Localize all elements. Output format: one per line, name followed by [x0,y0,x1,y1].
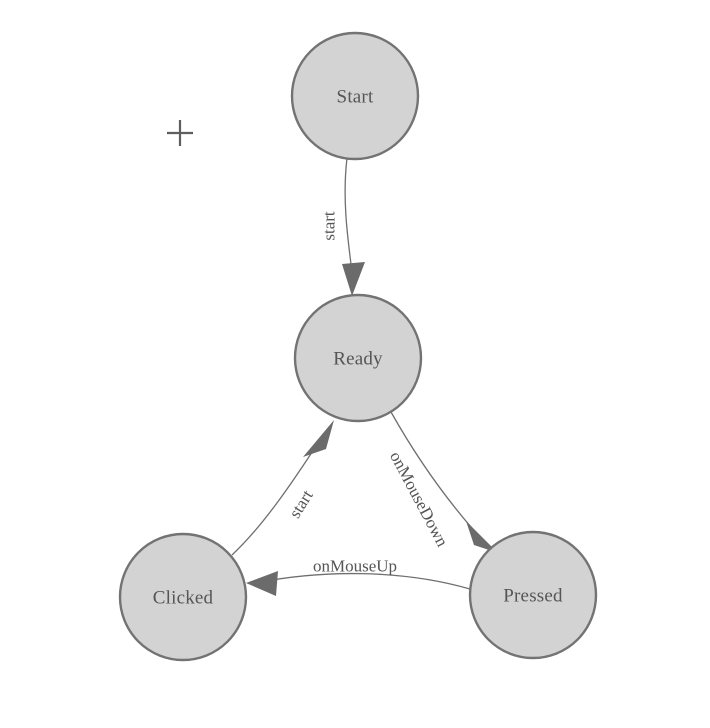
arrowhead-ready-to-pressed [466,521,498,553]
node-clicked-label: Clicked [153,588,214,609]
node-pressed-circle [468,530,598,660]
edge-label-start-to-ready: start [320,211,339,241]
node-pressed[interactable]: Pressed [468,530,598,660]
crosshair-icon[interactable] [167,120,193,146]
edge-ready-to-pressed[interactable]: onMouseDown [386,411,498,553]
edge-line-pressed-to-clicked [255,572,471,590]
edge-label-pressed-to-clicked: onMouseUp [313,557,397,576]
edge-line-start-to-ready [344,157,353,273]
node-ready[interactable]: Ready [293,293,423,423]
arrowhead-pressed-to-clicked [246,571,278,596]
edge-clicked-to-ready[interactable]: start [231,420,334,556]
node-ready-circle [293,293,423,423]
node-start[interactable]: Start [290,31,420,161]
node-pressed-label: Pressed [503,586,563,607]
edge-pressed-to-clicked[interactable]: onMouseUp [246,557,471,597]
edge-label-clicked-to-ready: start [285,486,317,521]
node-start-circle [290,31,420,161]
arrowhead-clicked-to-ready [303,420,334,457]
node-clicked[interactable]: Clicked [118,532,248,662]
edge-label-ready-to-pressed: onMouseDown [386,448,452,550]
node-clicked-circle [118,532,248,662]
arrowhead-start-to-ready [342,262,365,296]
edge-start-to-ready[interactable]: start [320,157,366,296]
node-ready-label: Ready [333,349,383,370]
node-start-label: Start [337,87,374,108]
